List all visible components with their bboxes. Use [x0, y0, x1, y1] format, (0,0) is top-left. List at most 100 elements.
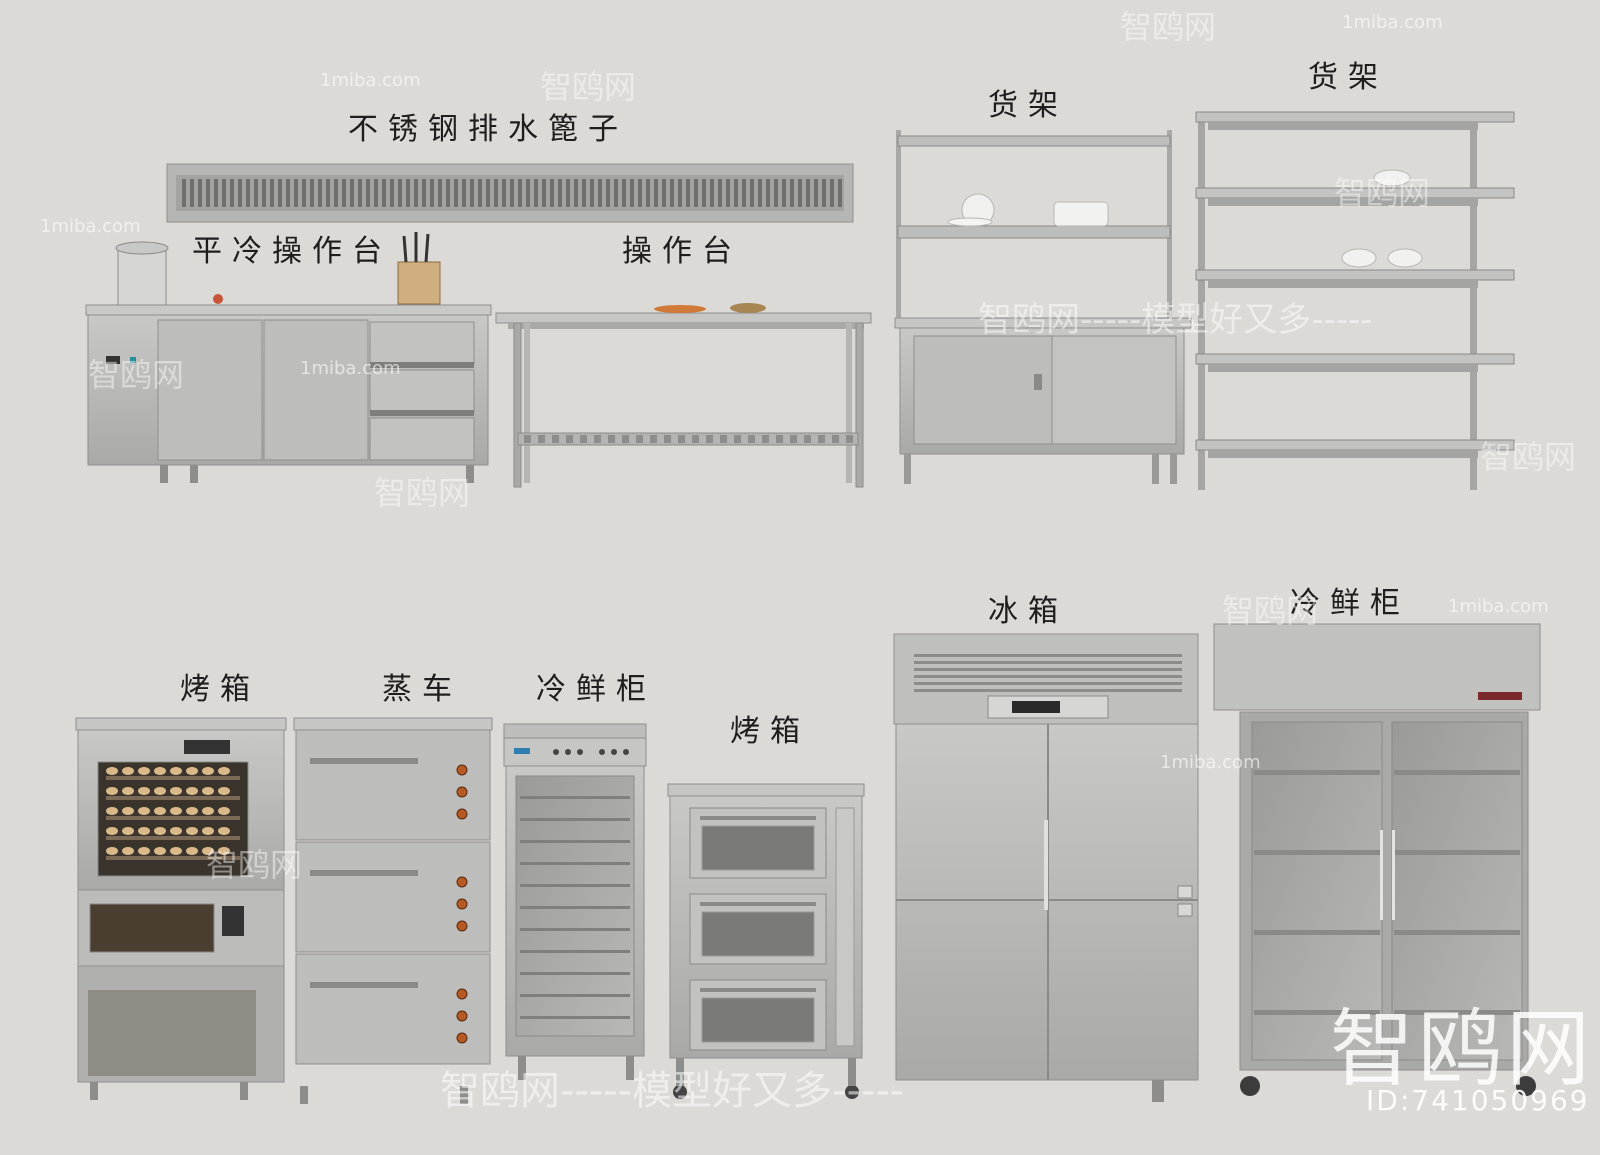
oven-mid — [667, 783, 865, 1099]
bread-roll — [154, 767, 166, 775]
cooler-shelf — [520, 818, 630, 821]
grate-slot — [198, 179, 202, 207]
grate-slot — [214, 179, 218, 207]
shelf-level — [1195, 353, 1515, 365]
cooler-shelf — [520, 884, 630, 887]
cooler-shelf — [520, 862, 630, 865]
watermark-brand: 智鸥网 — [1334, 174, 1431, 212]
fridge-vent — [914, 689, 1182, 692]
grate-slot — [590, 179, 594, 207]
table-slat — [538, 435, 545, 443]
watermark-brand: 智鸥网 — [1222, 592, 1319, 630]
oven-window — [701, 997, 815, 1043]
cooler-knob — [577, 749, 583, 755]
watermark-brand: 智鸥网 — [1480, 438, 1577, 476]
grate-slot — [510, 179, 514, 207]
steamer-knob — [456, 786, 468, 798]
bread-roll — [154, 847, 166, 855]
cooler-knob — [553, 749, 559, 755]
label-shelf-right: 货架 — [1308, 60, 1388, 95]
label-work-table: 操作台 — [622, 234, 742, 269]
bread-roll — [138, 787, 150, 795]
cooler-shelf — [520, 906, 630, 909]
oven-handle — [700, 816, 816, 820]
bread-roll — [122, 847, 134, 855]
tall-shelf — [1195, 111, 1515, 490]
grate-slot — [390, 179, 394, 207]
bread-roll — [138, 847, 150, 855]
oven-rack — [106, 816, 240, 820]
cooler-big-shelf — [1394, 930, 1520, 935]
grate-slot — [326, 179, 330, 207]
grate-slot — [790, 179, 794, 207]
oven-rack — [106, 856, 240, 860]
label-cooler-small: 冷鲜柜 — [536, 672, 656, 707]
grate-slot — [374, 179, 378, 207]
grate-slot — [238, 179, 242, 207]
grate-slot — [254, 179, 258, 207]
grate-slot — [334, 179, 338, 207]
table-slat — [594, 435, 601, 443]
grate-slot — [262, 179, 266, 207]
table-slat — [706, 435, 713, 443]
grate-slot — [550, 179, 554, 207]
grate-slot — [350, 179, 354, 207]
grate-slot — [542, 179, 546, 207]
grate-slot — [358, 179, 362, 207]
shelf-level-underside — [1208, 364, 1478, 372]
grate-slot — [478, 179, 482, 207]
grate-slot — [726, 179, 730, 207]
watermark-brand: 智鸥网 — [88, 356, 185, 394]
oven-rack — [106, 776, 240, 780]
grate-slot — [758, 179, 762, 207]
grate-slot — [614, 179, 618, 207]
grate-slot — [182, 179, 186, 207]
grate-slot — [678, 179, 682, 207]
grate-slot — [486, 179, 490, 207]
fridge-vent — [914, 682, 1182, 685]
grate-slot — [830, 179, 834, 207]
cooler-shelf — [520, 840, 630, 843]
grate-slot — [502, 179, 506, 207]
grate-slot — [646, 179, 650, 207]
grate-slot — [822, 179, 826, 207]
steamer-knob — [456, 1010, 468, 1022]
shelf-level-underside — [1208, 198, 1478, 206]
grate-slot — [222, 179, 226, 207]
grate-slot — [430, 179, 434, 207]
grate-slot — [310, 179, 314, 207]
table-slat — [818, 435, 825, 443]
grate-slot — [702, 179, 706, 207]
watermark-brand: 智鸥网 — [206, 846, 303, 884]
bread-roll — [170, 807, 182, 815]
watermark-site: 1miba.com — [300, 358, 401, 379]
table-slat — [832, 435, 839, 443]
oven-handle — [700, 902, 816, 906]
steamer-knob — [456, 1032, 468, 1044]
watermark-site: 1miba.com — [320, 70, 421, 91]
cold-counter — [85, 232, 492, 483]
grate-slot — [766, 179, 770, 207]
cooler-big-shelf — [1254, 1010, 1380, 1015]
grate-slot — [494, 179, 498, 207]
cooler-shelf — [520, 950, 630, 953]
grate-slot — [398, 179, 402, 207]
cooler-big-shelf — [1254, 930, 1380, 935]
cooler-shelf — [520, 994, 630, 997]
bread-roll — [186, 767, 198, 775]
grate-slot — [382, 179, 386, 207]
cooler-big-shelf — [1394, 1010, 1520, 1015]
drain-grate — [166, 163, 854, 223]
shelf-cabinet — [894, 130, 1192, 484]
watermark-id: ID:741050969 — [1366, 1084, 1590, 1117]
grate-slot — [206, 179, 210, 207]
bread-roll — [122, 787, 134, 795]
grate-slot — [662, 179, 666, 207]
grate-slot — [470, 179, 474, 207]
table-slat — [622, 435, 629, 443]
grate-slot — [622, 179, 626, 207]
cooler-small — [503, 723, 647, 1080]
steamer-drawer — [295, 729, 491, 841]
bread-roll — [202, 807, 214, 815]
grate-slot — [566, 179, 570, 207]
